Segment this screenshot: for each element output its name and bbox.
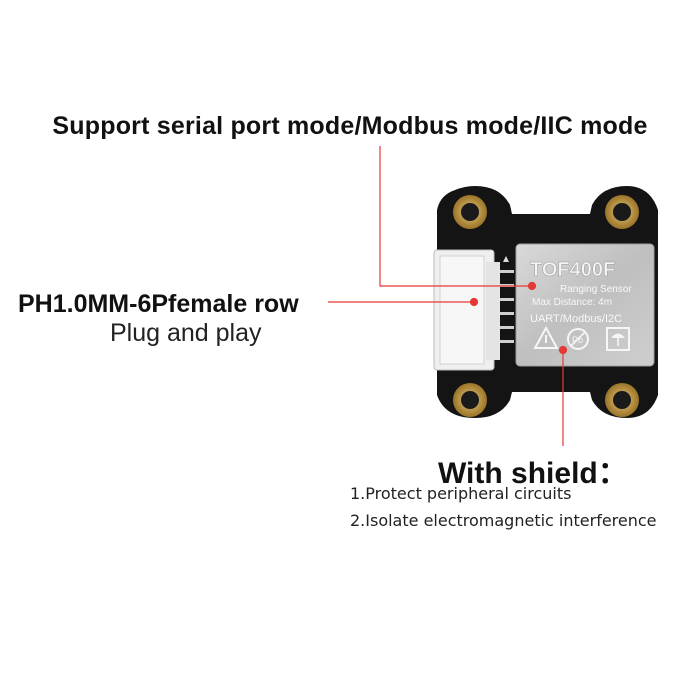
ph-connector — [433, 249, 500, 371]
svg-text:Pb: Pb — [572, 335, 583, 345]
module-distance-text: Max Distance: 4m — [532, 297, 612, 308]
module-interfaces-text: UART/Modbus/I2C — [530, 313, 622, 325]
shield-point-1: 1.Protect peripheral circuits — [350, 484, 572, 503]
shield-point-2: 2.Isolate electromagnetic interference — [350, 511, 657, 530]
esd-warning-icon — [533, 325, 559, 349]
mounting-hole-top-left — [453, 195, 487, 229]
module-type-text: Ranging Sensor — [560, 284, 632, 295]
lead-free-icon: Pb — [567, 328, 589, 350]
mounting-hole-top-right — [605, 195, 639, 229]
mode-support-label: Support serial port mode/Modbus mode/IIC… — [52, 112, 648, 140]
callout-lines — [328, 146, 568, 446]
mounting-hole-bottom-right — [605, 383, 639, 417]
connector-title: PH1.0MM-6Pfemale row — [18, 290, 299, 318]
shield-title: With shield： — [438, 457, 628, 490]
connector-subtitle: Plug and play — [110, 319, 262, 347]
mounting-hole-bottom-left — [453, 383, 487, 417]
keep-dry-icon — [606, 327, 630, 351]
module-model-text: TOF400F — [530, 259, 615, 281]
